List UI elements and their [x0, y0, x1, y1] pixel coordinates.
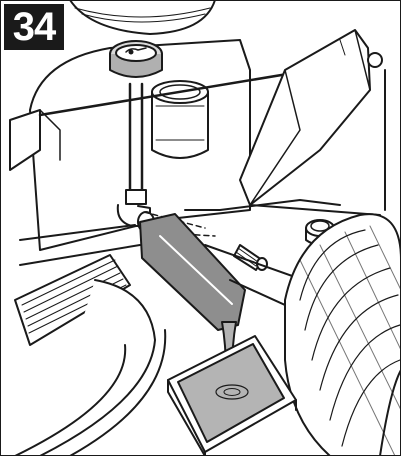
step-number-badge: 34	[4, 4, 64, 50]
grass-deflector	[239, 29, 383, 206]
drain-funnel	[139, 213, 246, 331]
rear-tire	[284, 213, 401, 457]
front-left-wheel	[14, 279, 167, 457]
oil-filter	[151, 80, 209, 159]
oil-fill-cap	[109, 40, 163, 78]
oil-catch-tray	[167, 335, 297, 457]
engine-dome	[69, 0, 216, 35]
dipstick-tube	[125, 82, 147, 205]
